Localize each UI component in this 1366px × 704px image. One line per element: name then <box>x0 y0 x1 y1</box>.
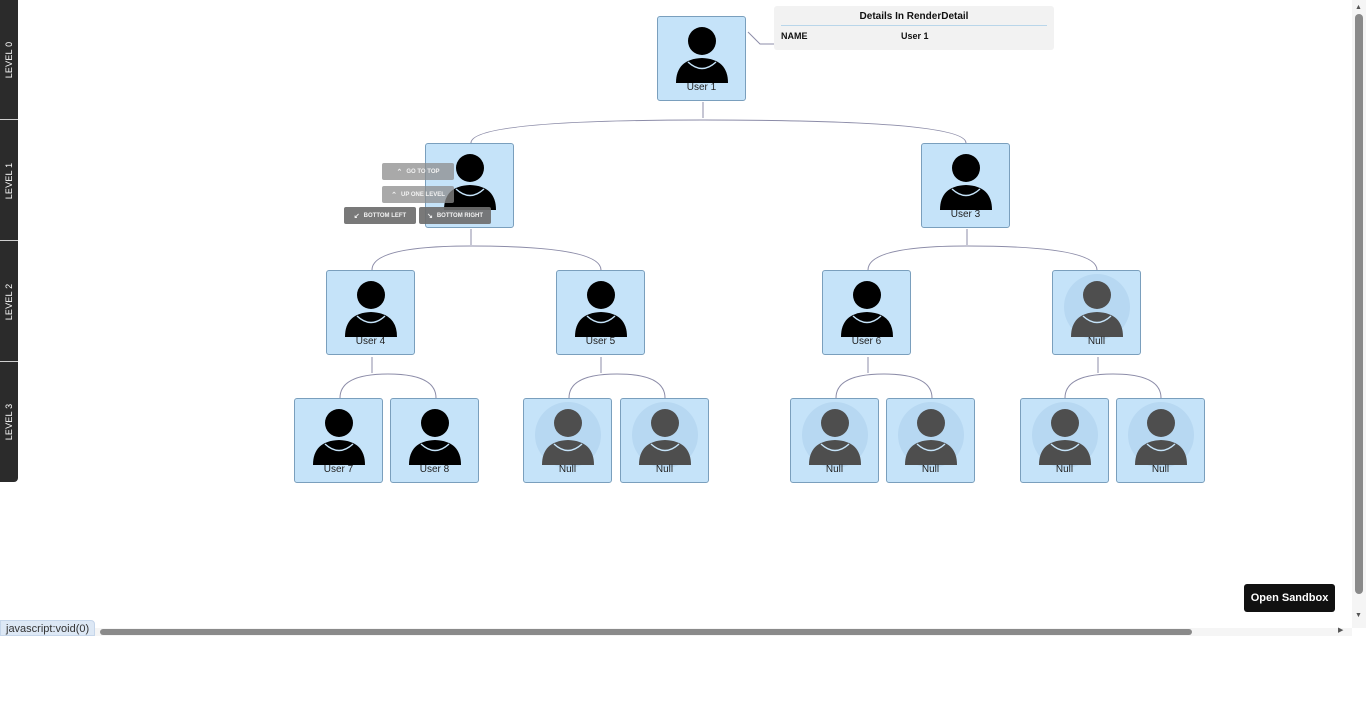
user-icon <box>574 281 627 337</box>
level-0-label: LEVEL 0 <box>4 41 14 78</box>
null-user-icon <box>808 409 861 465</box>
node-null[interactable]: Null <box>620 398 709 483</box>
arrow-down-left-icon: ↙ <box>353 212 360 220</box>
node-label: Null <box>1087 336 1106 347</box>
status-link-tooltip: javascript:void(0) <box>0 620 96 636</box>
node-null[interactable]: Null <box>523 398 612 483</box>
scroll-up-arrow-icon[interactable]: ▲ <box>1355 4 1362 11</box>
node-label: User 6 <box>851 336 882 347</box>
vertical-scrollbar[interactable]: ▲ ▼ <box>1352 0 1366 628</box>
node-label: Null <box>1055 464 1074 475</box>
node-null[interactable]: Null <box>1116 398 1205 483</box>
level-2-label: LEVEL 2 <box>4 283 14 320</box>
node-label: User 7 <box>323 464 354 475</box>
details-title: Details In RenderDetail <box>781 11 1047 26</box>
node-user-7[interactable]: User 7 <box>294 398 383 483</box>
node-null[interactable]: Null <box>886 398 975 483</box>
bottom-left-label: BOTTOM LEFT <box>363 212 407 219</box>
level-sidebar: LEVEL 0 LEVEL 1 LEVEL 2 LEVEL 3 <box>0 0 18 482</box>
null-user-icon <box>638 409 691 465</box>
node-null[interactable]: Null <box>1020 398 1109 483</box>
go-to-top-label: GO TO TOP <box>406 168 440 175</box>
user-icon <box>312 409 365 465</box>
node-label: Null <box>655 464 674 475</box>
vertical-scroll-thumb[interactable] <box>1355 14 1363 594</box>
node-null[interactable]: Null <box>1052 270 1141 355</box>
horizontal-scrollbar[interactable]: ▶ <box>0 627 1352 636</box>
node-label: User 1 <box>686 82 717 93</box>
node-label: User 5 <box>585 336 616 347</box>
level-1-tab[interactable]: LEVEL 1 <box>0 121 18 241</box>
level-3-label: LEVEL 3 <box>4 403 14 441</box>
user-icon <box>675 27 728 83</box>
node-label: Null <box>1151 464 1170 475</box>
level-3-tab[interactable]: LEVEL 3 <box>0 362 18 482</box>
user-icon <box>408 409 461 465</box>
null-user-icon <box>541 409 594 465</box>
chevron-up-icon: ⌃ <box>396 168 403 176</box>
user-icon <box>840 281 893 337</box>
bottom-right-button[interactable]: ↘ BOTTOM RIGHT <box>419 207 491 224</box>
node-user-4[interactable]: User 4 <box>326 270 415 355</box>
details-key: NAME <box>781 31 808 41</box>
go-to-top-button[interactable]: ⌃ GO TO TOP <box>382 163 454 180</box>
user-icon <box>939 154 992 210</box>
level-2-tab[interactable]: LEVEL 2 <box>0 242 18 362</box>
scroll-down-arrow-icon[interactable]: ▼ <box>1355 612 1362 619</box>
up-one-level-label: UP ONE LEVEL <box>400 191 445 198</box>
scroll-right-arrow-icon[interactable]: ▶ <box>1338 627 1344 634</box>
chevron-up-icon: ⌃ <box>391 191 397 199</box>
open-sandbox-button[interactable]: Open Sandbox <box>1244 584 1335 612</box>
user-icon <box>443 154 496 210</box>
node-user-1[interactable]: User 1 <box>657 16 746 101</box>
details-panel: Details In RenderDetail NAME User 1 <box>774 6 1054 50</box>
node-user-6[interactable]: User 6 <box>822 270 911 355</box>
node-label: User 8 <box>419 464 450 475</box>
up-one-level-button[interactable]: ⌃ UP ONE LEVEL <box>382 186 454 203</box>
level-1-label: LEVEL 1 <box>4 162 14 199</box>
node-null[interactable]: Null <box>790 398 879 483</box>
node-label: Null <box>825 464 844 475</box>
node-user-8[interactable]: User 8 <box>390 398 479 483</box>
node-label: User 4 <box>355 336 386 347</box>
details-value: User 1 <box>901 31 929 41</box>
node-user-5[interactable]: User 5 <box>556 270 645 355</box>
user-icon <box>344 281 397 337</box>
node-label: Null <box>921 464 940 475</box>
arrow-down-right-icon: ↘ <box>426 212 433 220</box>
level-0-tab[interactable]: LEVEL 0 <box>0 0 18 120</box>
node-label: Null <box>558 464 577 475</box>
null-user-icon <box>904 409 957 465</box>
node-label: User 3 <box>950 209 981 220</box>
node-user-3[interactable]: User 3 <box>921 143 1010 228</box>
null-user-icon <box>1070 281 1123 337</box>
horizontal-scroll-thumb[interactable] <box>100 629 1192 635</box>
bottom-left-button[interactable]: ↙ BOTTOM LEFT <box>344 207 416 224</box>
null-user-icon <box>1134 409 1187 465</box>
bottom-right-label: BOTTOM RIGHT <box>436 212 484 219</box>
null-user-icon <box>1038 409 1091 465</box>
